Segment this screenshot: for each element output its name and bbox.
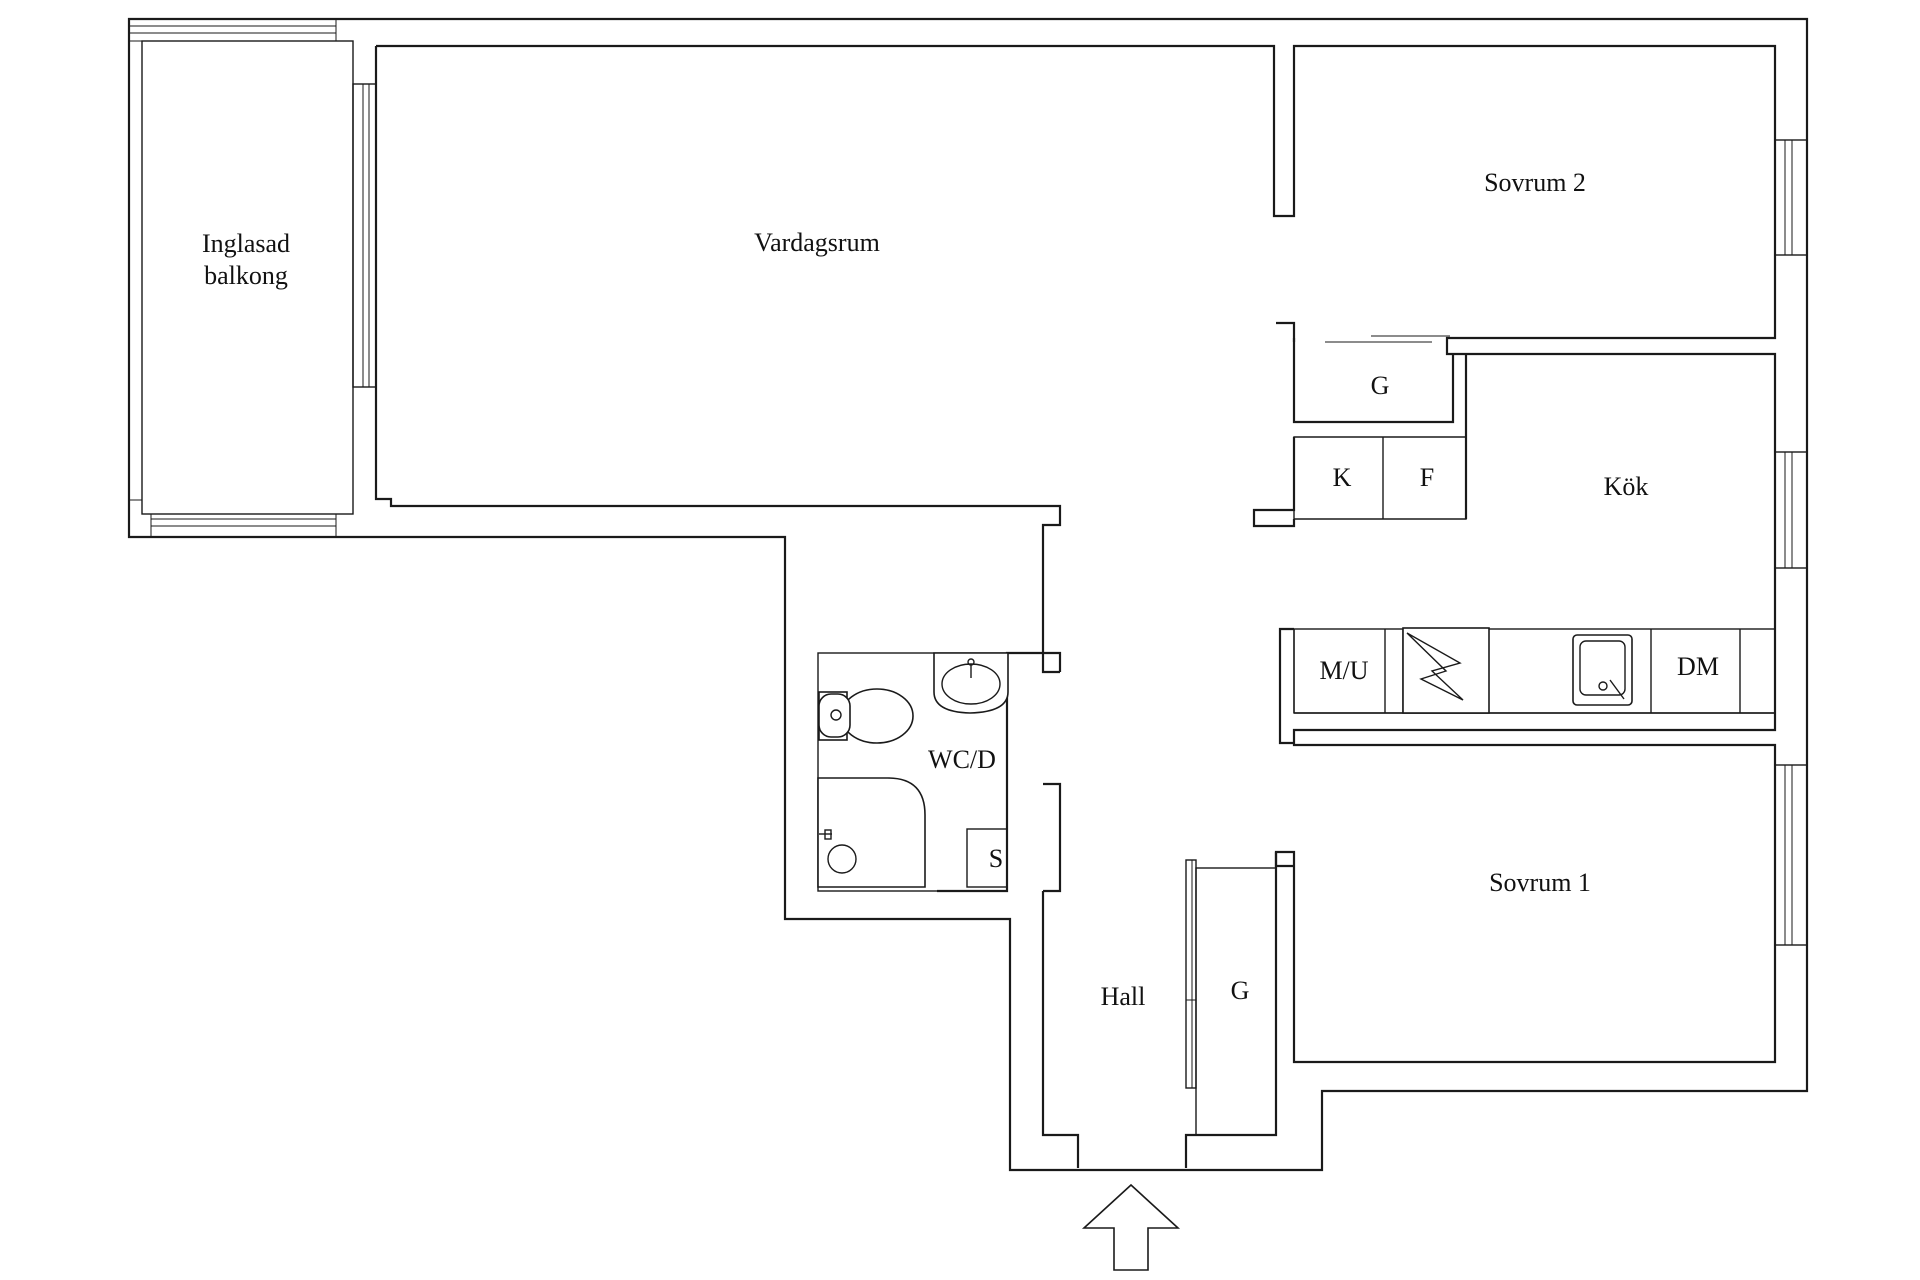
toilet-icon — [818, 688, 914, 744]
stove-icon — [1402, 627, 1490, 714]
balcony-door — [352, 83, 377, 388]
kitchen-sink-icon — [1572, 634, 1633, 706]
room-label-hall: Hall — [1101, 982, 1146, 1011]
room-label-bathroom: WC/D — [928, 745, 996, 774]
bathroom — [817, 651, 1062, 893]
windows — [1774, 139, 1808, 946]
upper-storage-block — [1252, 321, 1468, 528]
fixture-label-storage: S — [989, 844, 1003, 873]
washbasin-icon — [933, 652, 1009, 714]
fixture-label-fridge: K — [1333, 463, 1352, 492]
fixture-label-freezer: F — [1420, 463, 1434, 492]
kitchen-counter — [1278, 627, 1776, 745]
living-room — [374, 46, 1062, 674]
room-label-balcony-line2: balkong — [204, 261, 288, 290]
room-label-bedroom-2: Sovrum 2 — [1484, 168, 1586, 197]
fridge-freezer-block — [1293, 436, 1467, 520]
room-label-balcony-line1: Inglasad — [202, 229, 290, 258]
room-label-living: Vardagsrum — [754, 228, 880, 257]
shower-icon — [817, 777, 926, 888]
fixture-label-wardrobe-hall: G — [1231, 976, 1250, 1005]
bathroom-frame — [817, 652, 1008, 892]
fixture-label-dishwasher: DM — [1677, 652, 1719, 681]
hall — [1041, 852, 1294, 1168]
exterior-walls — [127, 17, 1809, 1172]
entrance-arrow-icon — [1081, 1183, 1181, 1271]
fixture-label-microwave-oven: M/U — [1319, 656, 1368, 685]
living-room-wall — [374, 46, 1062, 674]
room-label-bedroom-1: Sovrum 1 — [1489, 868, 1591, 897]
exterior-wall-inner — [376, 44, 1777, 1168]
fixture-label-wardrobe-top: G — [1371, 371, 1390, 400]
storage-s-box — [966, 828, 1008, 888]
exterior-wall-outer — [127, 17, 1809, 1172]
room-label-kitchen: Kök — [1604, 472, 1649, 501]
